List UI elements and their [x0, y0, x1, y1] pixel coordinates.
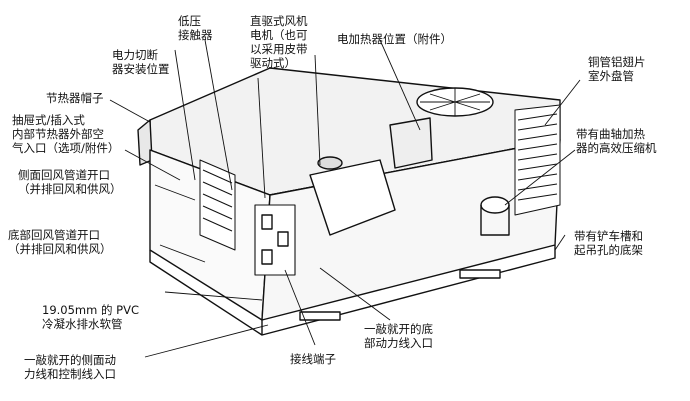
label-direct-drive-fan: 直驱式风机 电机（也可 以采用皮带 驱动式）: [250, 14, 308, 70]
label-low-pressure-contactor: 低压 接触器: [178, 14, 213, 42]
economizer-hood: [137, 119, 153, 166]
label-economizer-hood: 节热器帽子: [46, 91, 104, 105]
label-side-return-duct: 侧面回风管道开口 （并排回风和供风）: [18, 168, 122, 196]
label-drawer-economizer: 抽屉式/插入式 内部节热器外部空 气入口（选项/附件）: [12, 113, 120, 155]
heater-box: [389, 117, 433, 169]
label-crank-compressor: 带有曲轴加热 器的高效压缩机: [576, 127, 657, 155]
label-copper-tube-fins: 铜管铝翅片 室外盘管: [588, 55, 646, 83]
label-side-power-inlet: 一敲就开的侧面动 力线和控制线入口: [24, 353, 116, 381]
condenser-coil: [514, 104, 561, 216]
label-bottom-return-duct: 底部回风管道开口 （并排回风和供风）: [8, 228, 112, 256]
label-cutoff-position: 电力切断 器安装位置: [112, 48, 170, 76]
control-box: [254, 204, 296, 276]
fan-motor: [309, 159, 396, 236]
label-terminal-block: 接线端子: [290, 352, 336, 366]
label-pvc-drain: 19.05mm 的 PVC 冷凝水排水软管: [42, 303, 139, 331]
label-heater-position: 电加热器位置（附件）: [337, 32, 452, 46]
label-bottom-power-inlet: 一敲就开的底 部动力线入口: [364, 322, 433, 350]
compressor: [480, 196, 510, 214]
label-forklift-base: 带有铲车槽和 起吊孔的底架: [574, 229, 643, 257]
